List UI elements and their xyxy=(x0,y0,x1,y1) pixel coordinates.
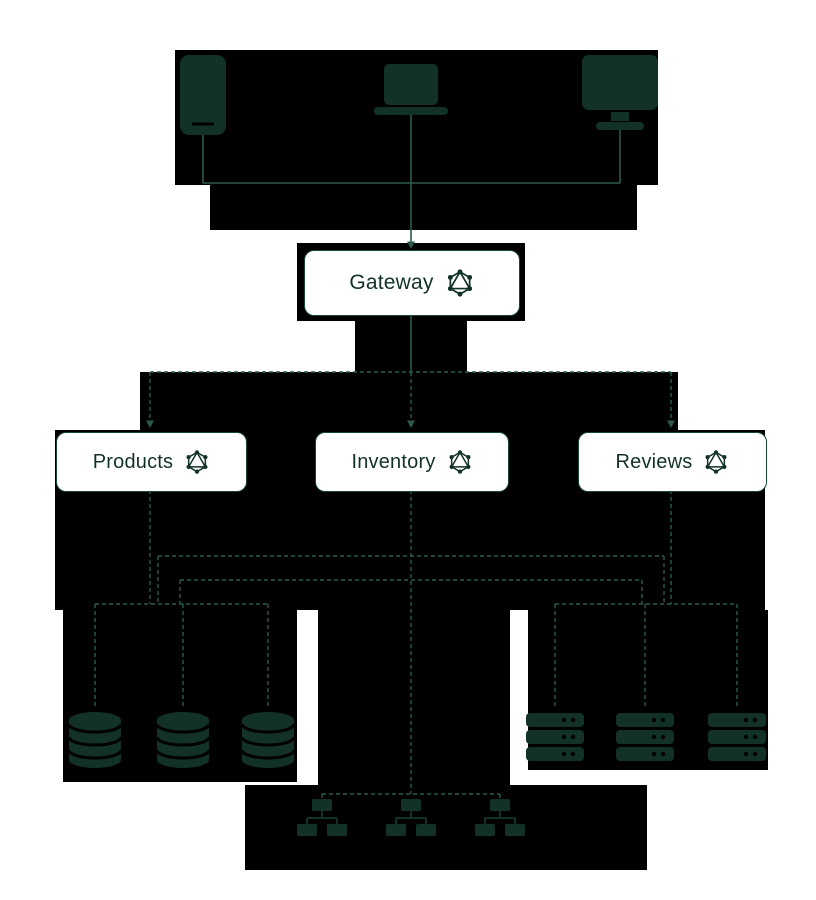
panel-rect xyxy=(140,372,678,430)
graphql-icon xyxy=(705,450,727,474)
panel-rect xyxy=(528,610,768,770)
dashed-connectors xyxy=(94,371,738,799)
graphql-icon xyxy=(186,450,208,474)
database-icon xyxy=(240,712,296,768)
tablet-icon xyxy=(180,55,226,135)
arrowhead-down xyxy=(407,420,415,428)
arrowhead-down xyxy=(407,241,415,249)
database-icon xyxy=(67,712,123,768)
server-group xyxy=(526,713,766,761)
network-icon xyxy=(297,799,347,836)
gateway-node: Gateway xyxy=(304,250,520,316)
service-node-inventory: Inventory xyxy=(315,432,509,492)
network-icon xyxy=(475,799,525,836)
desktop-icon xyxy=(582,55,658,130)
database-group xyxy=(67,712,296,768)
connector-lines xyxy=(94,114,738,799)
service-node-products: Products xyxy=(56,432,247,492)
server-icon xyxy=(708,713,766,761)
network-icon xyxy=(386,799,436,836)
reviews-label: Reviews xyxy=(615,450,693,473)
graphql-icon xyxy=(449,450,471,474)
panel-rect xyxy=(210,185,637,230)
network-group xyxy=(297,799,525,836)
laptop-icon xyxy=(374,64,448,115)
inventory-label: Inventory xyxy=(351,450,436,473)
service-node-reviews: Reviews xyxy=(578,432,767,492)
client-devices xyxy=(180,55,658,135)
gateway-label: Gateway xyxy=(349,271,434,294)
arrowhead-down xyxy=(667,420,675,428)
server-icon xyxy=(616,713,674,761)
graphql-icon xyxy=(447,269,472,297)
panel-rect xyxy=(318,610,510,785)
server-icon xyxy=(526,713,584,761)
products-label: Products xyxy=(92,450,174,473)
arrowhead-down xyxy=(146,420,154,428)
solid-connectors xyxy=(202,114,621,372)
database-icon xyxy=(155,712,211,768)
